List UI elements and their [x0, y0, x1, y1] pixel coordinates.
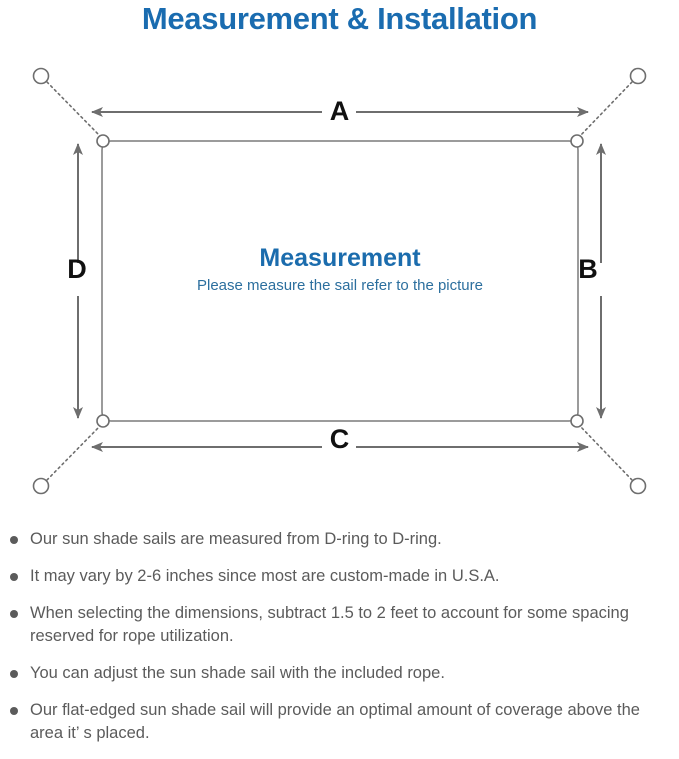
list-item: Our sun shade sails are measured from D-…	[0, 528, 679, 551]
d-ring-bottom-right	[570, 414, 584, 428]
list-item: When selecting the dimensions, subtract …	[0, 602, 679, 648]
anchor-point-bottom-left	[32, 477, 50, 495]
list-item-text: It may vary by 2-6 inches since most are…	[30, 567, 500, 585]
d-ring-top-left	[96, 134, 110, 148]
dimension-label-c: C	[329, 424, 350, 454]
notes-list: Our sun shade sails are measured from D-…	[0, 528, 679, 759]
bullet-icon	[10, 610, 18, 618]
list-item-text: When selecting the dimensions, subtract …	[30, 604, 629, 645]
anchor-point-top-left	[32, 67, 50, 85]
list-item: Our flat-edged sun shade sail will provi…	[0, 699, 679, 745]
anchor-point-bottom-right	[629, 477, 647, 495]
list-item: You can adjust the sun shade sail with t…	[0, 662, 679, 685]
rope-bottom-left	[46, 425, 101, 481]
bullet-icon	[10, 707, 18, 715]
page-title: Measurement & Installation	[141, 1, 538, 36]
anchor-point-top-right	[629, 67, 647, 85]
list-item: It may vary by 2-6 inches since most are…	[0, 565, 679, 588]
d-ring-bottom-left	[96, 414, 110, 428]
measurement-diagram: Measurement Please measure the sail refe…	[0, 48, 679, 518]
sail-rectangle	[101, 140, 579, 422]
bullet-icon	[10, 536, 18, 544]
dimension-label-b: B	[578, 254, 598, 284]
d-ring-top-right	[570, 134, 584, 148]
measurement-heading: Measurement	[259, 244, 421, 272]
measurement-subtext: Please measure the sail refer to the pic…	[197, 277, 483, 294]
rope-top-left	[46, 81, 101, 137]
list-item-text: Our sun shade sails are measured from D-…	[30, 530, 442, 548]
diagram-svg	[32, 67, 647, 495]
dimension-label-d: D	[67, 254, 87, 284]
dimension-label-a: A	[329, 96, 350, 126]
rope-top-right	[579, 81, 633, 137]
list-item-text: You can adjust the sun shade sail with t…	[30, 664, 445, 682]
list-item-text: Our flat-edged sun shade sail will provi…	[30, 701, 640, 742]
rope-bottom-right	[579, 425, 633, 481]
bullet-icon	[10, 573, 18, 581]
bullet-icon	[10, 670, 18, 678]
